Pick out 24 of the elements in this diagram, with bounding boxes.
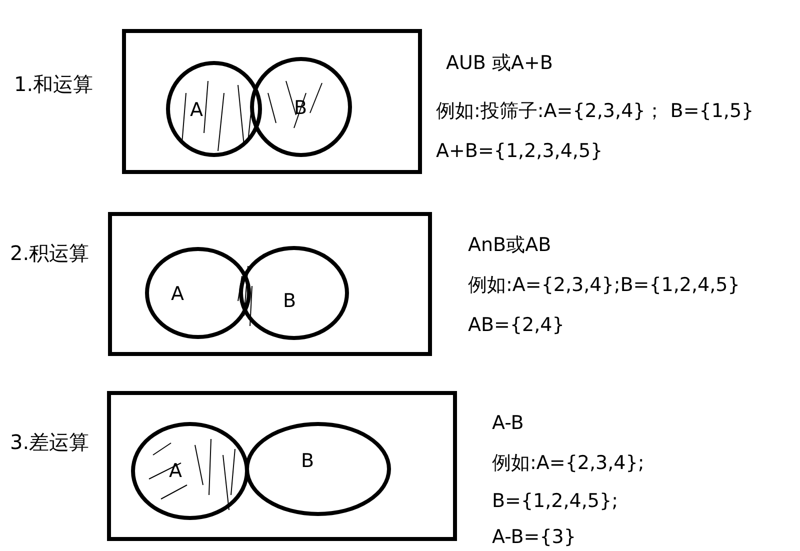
formula-text: A+B={1,2,3,4,5} (436, 140, 603, 163)
set-circle (145, 247, 251, 339)
formula-text: AUB 或A+B (446, 52, 553, 75)
formula-text: A-B (492, 412, 524, 435)
formula-text: B={1,2,4,5}; (492, 490, 618, 513)
set-circle (239, 246, 349, 340)
set-label: A (190, 101, 203, 120)
section-heading: 3.差运算 (10, 429, 90, 456)
formula-text: 例如:投筛子:A={2,3,4}； B={1,5} (436, 100, 754, 123)
set-label: B (301, 452, 314, 471)
set-circle (131, 422, 249, 520)
set-label: A (171, 285, 184, 304)
section-heading: 1.和运算 (14, 71, 94, 98)
formula-text: AnB或AB (468, 234, 552, 257)
formula-text: 例如:A={2,3,4};B={1,2,4,5} (468, 274, 740, 297)
set-label: B (283, 292, 296, 311)
set-label: A (169, 462, 182, 481)
formula-text: AB={2,4} (468, 314, 564, 337)
set-circle (166, 61, 262, 157)
set-circle (250, 57, 352, 157)
formula-text: 例如:A={2,3,4}; (492, 452, 644, 475)
set-circle (245, 422, 391, 516)
section-heading: 2.积运算 (10, 240, 90, 267)
formula-text: A-B={3} (492, 526, 576, 549)
